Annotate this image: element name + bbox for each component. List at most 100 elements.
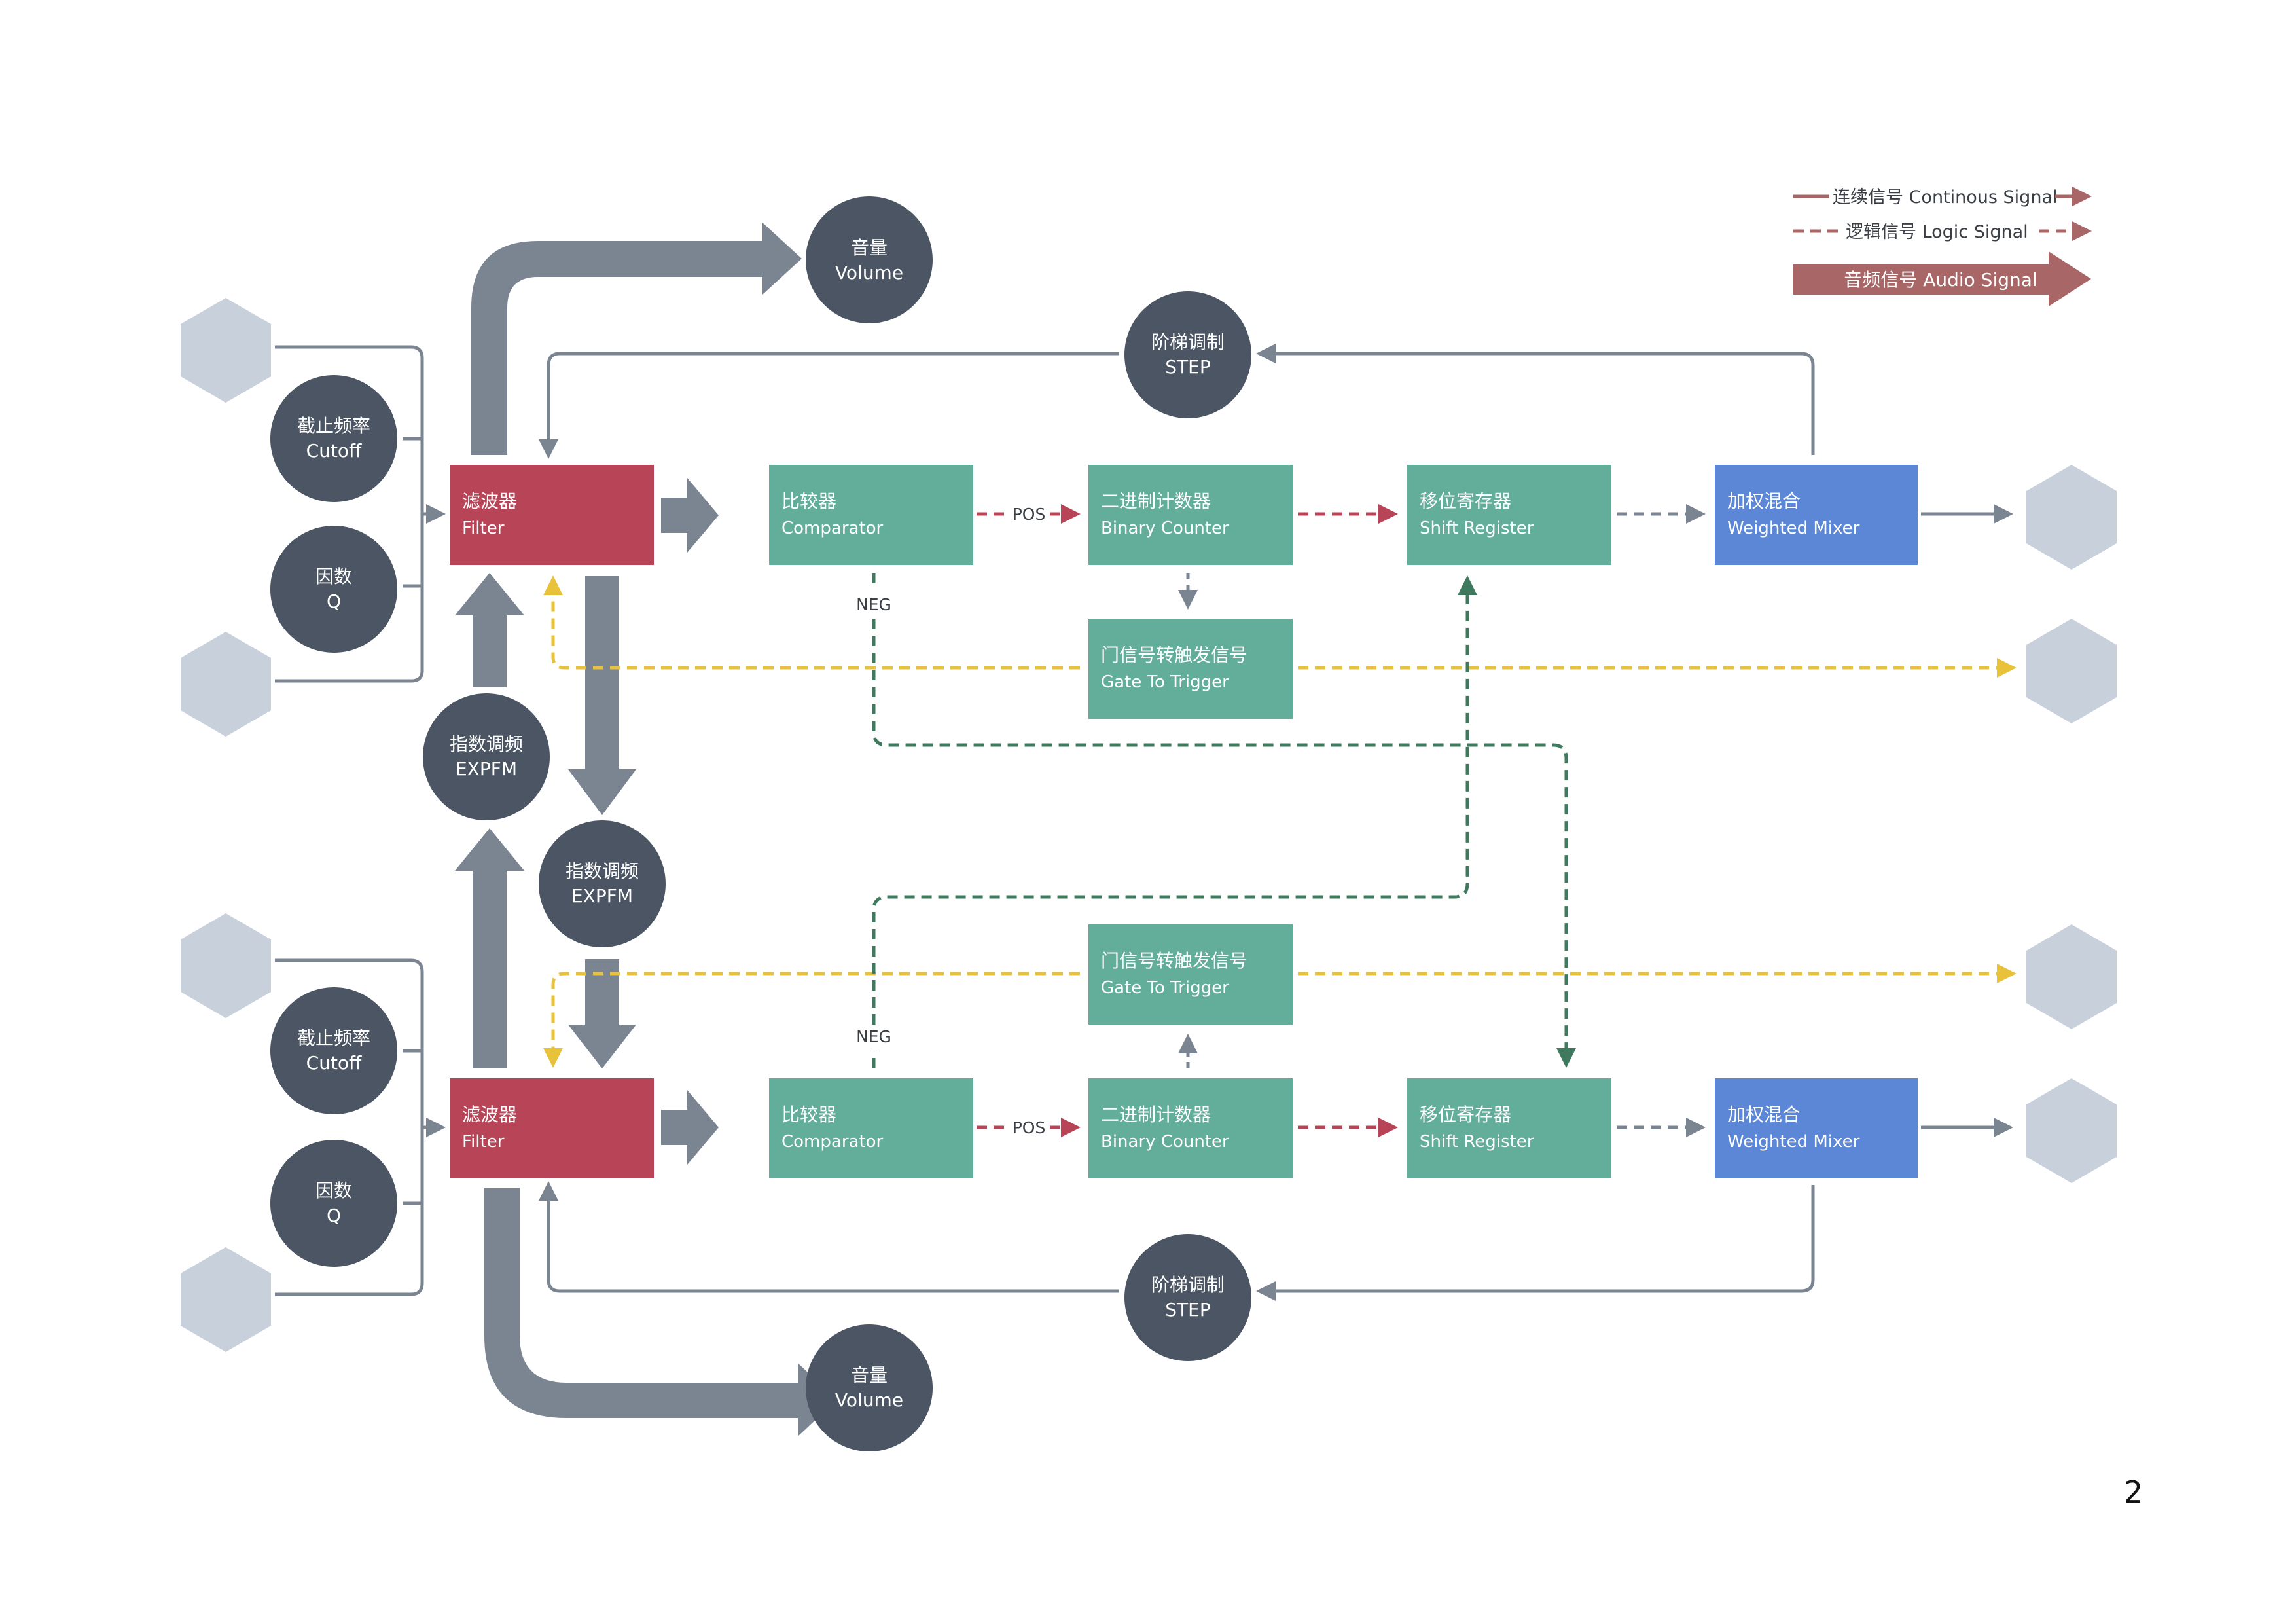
svg-text:加权混合: 加权混合	[1727, 490, 1801, 512]
audio-arrow-filter-to-expfm-top	[455, 828, 524, 1068]
svg-text:Shift Register: Shift Register	[1420, 519, 1534, 538]
neg-label-top: NEG	[856, 595, 891, 614]
audio-arrow-filter-to-expfm-bottom	[568, 576, 636, 815]
weighted-mixer-box-top[interactable]: 加权混合 Weighted Mixer	[1715, 465, 1918, 565]
svg-text:音量: 音量	[851, 1364, 888, 1386]
gate-to-trigger-box-top[interactable]: 门信号转触发信号 Gate To Trigger	[1088, 619, 1293, 719]
svg-text:Gate To Trigger: Gate To Trigger	[1101, 672, 1229, 692]
knob-q-top[interactable]: 因数 Q	[270, 526, 397, 653]
output-hexagon-mixer-bottom	[2026, 1078, 2117, 1183]
legend-audio-arrow	[1793, 251, 2091, 306]
svg-text:指数调频: 指数调频	[450, 733, 523, 755]
shift-register-box-bottom[interactable]: 移位寄存器 Shift Register	[1407, 1078, 1611, 1178]
input-hexagon-top-1	[181, 298, 271, 403]
svg-text:Comparator: Comparator	[781, 519, 884, 538]
svg-text:Weighted Mixer: Weighted Mixer	[1727, 519, 1860, 538]
neg-label-bottom: NEG	[856, 1027, 891, 1046]
shift-register-box-top[interactable]: 移位寄存器 Shift Register	[1407, 465, 1611, 565]
svg-text:STEP: STEP	[1165, 1299, 1210, 1321]
svg-text:Cutoff: Cutoff	[306, 1052, 362, 1074]
modules-bottom-row: 门信号转触发信号 Gate To Trigger 滤波器 Filter 比较器 …	[450, 924, 1918, 1178]
binary-counter-box-top[interactable]: 二进制计数器 Binary Counter	[1088, 465, 1293, 565]
audio-arrow-expfm-to-filter-bottom	[568, 959, 636, 1068]
logic-lines	[543, 504, 2017, 1137]
filter-box-top[interactable]: 滤波器 Filter	[450, 465, 654, 565]
input-hexagon-bottom-1	[181, 913, 271, 1018]
io-hexagons	[181, 298, 2117, 1352]
svg-text:门信号转触发信号: 门信号转触发信号	[1101, 950, 1247, 972]
audio-arrow-expfm-to-filter-top	[455, 573, 524, 687]
svg-text:Weighted Mixer: Weighted Mixer	[1727, 1132, 1860, 1152]
pos-label-top: POS	[1013, 505, 1046, 524]
svg-text:Q: Q	[327, 591, 341, 612]
svg-text:截止频率: 截止频率	[297, 415, 370, 437]
svg-text:EXPFM: EXPFM	[456, 758, 517, 780]
legend-audio-label: 音频信号 Audio Signal	[1844, 269, 2037, 291]
legend: 连续信号 Continous Signal 逻辑信号 Logic Signal …	[1793, 187, 2092, 306]
svg-text:比较器: 比较器	[781, 490, 836, 512]
step-feedback-top-out	[539, 352, 1119, 459]
gate-to-trigger-box-bottom[interactable]: 门信号转触发信号 Gate To Trigger	[1088, 924, 1293, 1025]
input-hexagon-top-2	[181, 632, 271, 737]
page-number: 2	[2124, 1474, 2143, 1510]
svg-text:移位寄存器: 移位寄存器	[1420, 490, 1511, 512]
svg-text:滤波器: 滤波器	[462, 1104, 517, 1125]
svg-text:Volume: Volume	[835, 262, 903, 283]
binary-counter-box-bottom[interactable]: 二进制计数器 Binary Counter	[1088, 1078, 1293, 1178]
knob-step-bottom[interactable]: 阶梯调制 STEP	[1124, 1234, 1251, 1361]
input-hexagon-bottom-2	[181, 1247, 271, 1352]
knob-q-bottom[interactable]: 因数 Q	[270, 1140, 397, 1267]
svg-text:指数调频: 指数调频	[565, 860, 639, 882]
output-hexagon-gate-bottom	[2026, 924, 2117, 1029]
svg-text:Binary Counter: Binary Counter	[1101, 1132, 1229, 1152]
svg-text:Cutoff: Cutoff	[306, 440, 362, 462]
signal-labels: POS POS NEG NEG	[856, 505, 1045, 1137]
comparator-box-bottom[interactable]: 比较器 Comparator	[769, 1078, 973, 1178]
legend-continuous-label: 连续信号 Continous Signal	[1833, 187, 2058, 208]
step-feedback-bottom-in	[1256, 1185, 1815, 1301]
step-feedback-top-in	[1256, 344, 1815, 455]
svg-text:比较器: 比较器	[781, 1104, 836, 1125]
modules-top-row: 滤波器 Filter 比较器 Comparator 二进制计数器 Binary …	[450, 465, 1918, 719]
svg-text:Filter: Filter	[462, 1132, 505, 1152]
svg-text:Q: Q	[327, 1205, 341, 1226]
svg-text:门信号转触发信号: 门信号转触发信号	[1101, 644, 1247, 666]
svg-text:阶梯调制: 阶梯调制	[1151, 331, 1225, 353]
audio-arrow-filter-to-comparator-top	[661, 478, 719, 553]
svg-text:二进制计数器: 二进制计数器	[1101, 1104, 1211, 1125]
knob-step-top[interactable]: 阶梯调制 STEP	[1124, 291, 1251, 418]
audio-arrow-filter-to-volume-top	[471, 223, 802, 455]
knobs: 音量 Volume 阶梯调制 STEP 截止频率 Cutoff 因数 Q 指数调…	[270, 196, 1251, 1451]
svg-text:Filter: Filter	[462, 519, 505, 538]
comparator-box-top[interactable]: 比较器 Comparator	[769, 465, 973, 565]
knob-cutoff-bottom[interactable]: 截止频率 Cutoff	[270, 987, 397, 1114]
knob-expfm-lower[interactable]: 指数调频 EXPFM	[539, 820, 666, 947]
knob-volume-bottom[interactable]: 音量 Volume	[806, 1324, 933, 1451]
pos-label-bottom: POS	[1013, 1118, 1046, 1137]
svg-text:加权混合: 加权混合	[1727, 1104, 1801, 1125]
audio-arrow-filter-to-volume-bottom	[484, 1188, 837, 1436]
svg-text:二进制计数器: 二进制计数器	[1101, 490, 1211, 512]
knob-cutoff-top[interactable]: 截止频率 Cutoff	[270, 375, 397, 502]
weighted-mixer-box-bottom[interactable]: 加权混合 Weighted Mixer	[1715, 1078, 1918, 1178]
output-hexagon-gate-top	[2026, 619, 2117, 723]
svg-text:EXPFM: EXPFM	[571, 885, 633, 907]
svg-text:Volume: Volume	[835, 1389, 903, 1411]
legend-logic-label: 逻辑信号 Logic Signal	[1846, 222, 2028, 242]
filter-box-bottom[interactable]: 滤波器 Filter	[450, 1078, 654, 1178]
audio-arrows	[455, 223, 837, 1436]
svg-text:Gate To Trigger: Gate To Trigger	[1101, 978, 1229, 998]
svg-text:阶梯调制: 阶梯调制	[1151, 1274, 1225, 1296]
continuous-lines	[275, 344, 2013, 1301]
svg-text:因数: 因数	[315, 1180, 352, 1201]
svg-text:音量: 音量	[851, 237, 888, 259]
svg-text:滤波器: 滤波器	[462, 490, 517, 512]
knob-volume-top[interactable]: 音量 Volume	[806, 196, 933, 323]
svg-text:截止频率: 截止频率	[297, 1027, 370, 1049]
svg-text:Binary Counter: Binary Counter	[1101, 519, 1229, 538]
audio-arrow-filter-to-comparator-bottom	[661, 1090, 719, 1165]
svg-text:移位寄存器: 移位寄存器	[1420, 1104, 1511, 1125]
knob-expfm-upper[interactable]: 指数调频 EXPFM	[423, 693, 550, 820]
step-feedback-bottom-out	[539, 1181, 1119, 1293]
